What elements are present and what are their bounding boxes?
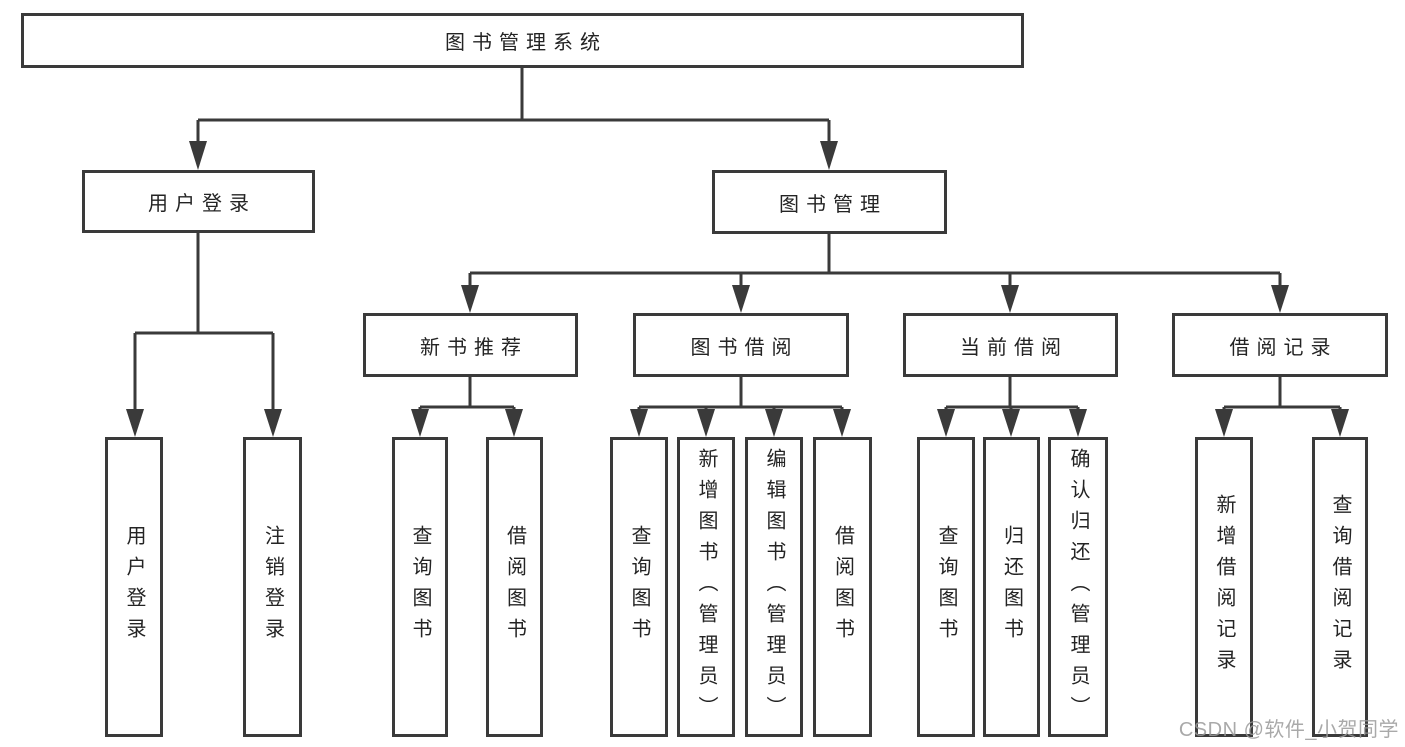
connector-current-borrow-to-children (937, 377, 1087, 437)
node-current-borrow: 当前借阅 (903, 313, 1118, 377)
node-book-management: 图书管理 (712, 170, 947, 234)
node-new-book-recommend: 新书推荐 (363, 313, 578, 377)
leaf-borrow-books-recommend: 借阅图书 (486, 437, 543, 737)
leaf-logout: 注销登录 (243, 437, 302, 737)
node-borrow-records: 借阅记录 (1172, 313, 1388, 377)
leaf-edit-books-admin: 编辑图书（管理员） (745, 437, 803, 737)
leaf-user-login: 用户登录 (105, 437, 163, 737)
connector-new-books-to-children (411, 377, 523, 437)
connector-borrow-records-to-children (1215, 377, 1349, 437)
node-root-system: 图书管理系统 (21, 13, 1024, 68)
connector-root-to-level2 (189, 68, 838, 170)
leaf-query-borrow-record: 查询借阅记录 (1312, 437, 1368, 737)
node-book-borrow: 图书借阅 (633, 313, 849, 377)
leaf-query-books-recommend: 查询图书 (392, 437, 448, 737)
connector-book-borrow-to-children (630, 377, 851, 437)
csdn-watermark: CSDN @软件_小贺同学 (1178, 719, 1399, 741)
leaf-query-books-borrow: 查询图书 (610, 437, 668, 737)
connector-book-mgmt-to-level3 (461, 234, 1289, 313)
leaf-query-books-current: 查询图书 (917, 437, 975, 737)
node-user-login: 用户登录 (82, 170, 315, 233)
leaf-return-books: 归还图书 (983, 437, 1040, 737)
leaf-add-borrow-record: 新增借阅记录 (1195, 437, 1253, 737)
connector-user-login-to-children (126, 233, 282, 437)
leaf-confirm-return-admin: 确认归还（管理员） (1048, 437, 1108, 737)
leaf-add-books-admin: 新增图书（管理员） (677, 437, 735, 737)
leaf-borrow-books: 借阅图书 (813, 437, 872, 737)
